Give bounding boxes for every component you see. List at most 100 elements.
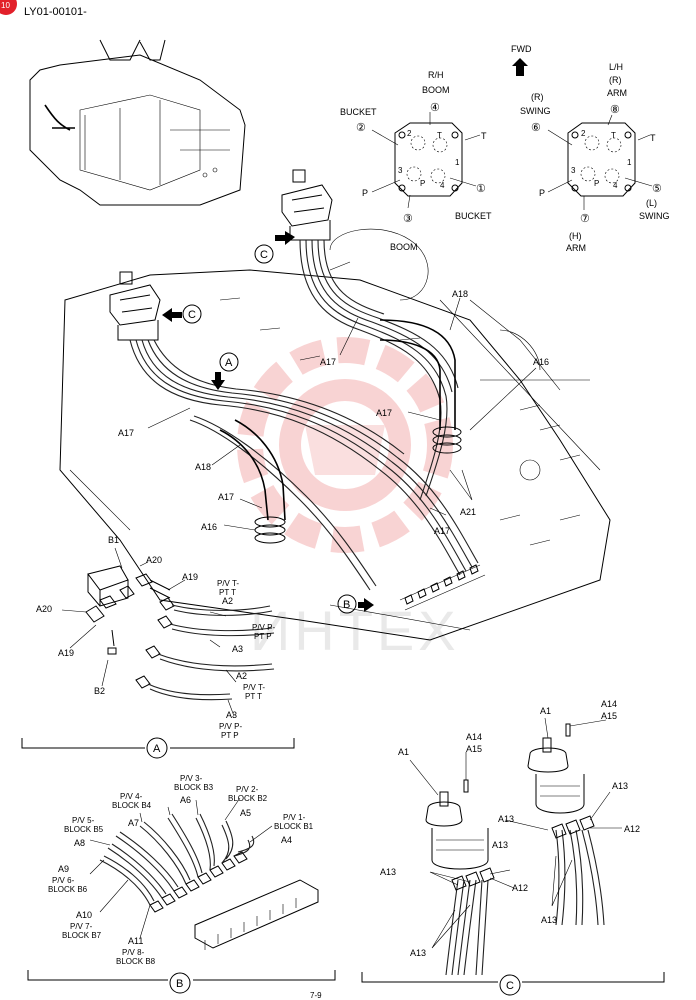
page-badge	[0, 0, 17, 15]
label-a13-right-mid: A13	[498, 814, 514, 824]
detail-a-caption-circle	[146, 737, 168, 759]
valve-block-base	[194, 879, 319, 949]
view-c-label-right: C	[260, 249, 268, 261]
label-ptp-top: PT P	[254, 632, 272, 641]
label-a13-right-bottom: A13	[541, 915, 557, 925]
port-label-arm-top: ARM	[607, 88, 627, 98]
view-c-marker-left	[182, 304, 202, 324]
label-a3-bottom: A3	[226, 710, 237, 720]
label-pvp-top: P/V P-	[252, 623, 275, 632]
view-a-arrow-icon	[211, 372, 225, 390]
label-block-b3: BLOCK B3	[174, 783, 214, 792]
view-a-marker	[219, 352, 239, 372]
watermark: ИНТЕХ	[237, 337, 456, 662]
callout-a17-lower-left: A17	[218, 492, 234, 502]
view-b-marker	[337, 594, 357, 614]
label-block-b2: BLOCK B2	[228, 794, 268, 803]
label-pv3: P/V 3-	[180, 774, 203, 783]
label-a13-right-top: A13	[612, 781, 628, 791]
port-number-8: ⑧	[610, 104, 620, 116]
port-label-h: (H)	[569, 231, 582, 241]
label-a14-right: A14	[601, 699, 617, 709]
left-pilot-valve	[109, 271, 161, 341]
label-block-b1: BLOCK B1	[274, 822, 314, 831]
label-a19-left: A19	[58, 648, 74, 658]
port-pos-t-inner: T	[437, 131, 442, 140]
port-label-boom-bottom: BOOM	[390, 242, 418, 252]
detail-c-bracket	[361, 972, 665, 983]
port-label-swing-left: SWING	[520, 106, 551, 116]
port-label-boom-top: BOOM	[422, 85, 450, 95]
view-b-label: B	[343, 599, 350, 611]
fwd-indicator: FWD	[511, 44, 532, 76]
label-a7: A7	[128, 818, 139, 828]
port-label-bucket-right: BUCKET	[455, 211, 492, 221]
return-hose-a18-left	[219, 429, 269, 521]
label-a12-left: A12	[512, 883, 528, 893]
port-label-l: (L)	[646, 198, 657, 208]
port-label-t: T	[481, 131, 487, 141]
label-pv6: P/V 6-	[52, 876, 75, 885]
label-a12-right: A12	[624, 824, 640, 834]
label-block-b6: BLOCK B6	[48, 885, 88, 894]
label-pv4: P/V 4-	[120, 792, 143, 801]
pilot-valve-right-detail	[527, 723, 585, 814]
port-pos-2-right: 2	[581, 129, 586, 138]
port-pos-3: 3	[398, 166, 403, 175]
detail-c-caption-circle	[499, 974, 521, 996]
label-ptt-top: PT T	[219, 588, 236, 597]
label-pv2: P/V 2-	[236, 785, 259, 794]
header: 10 LY01-00101-	[0, 0, 87, 18]
port-label-r-top: (R)	[609, 75, 622, 85]
label-a2-bottom: A2	[236, 671, 247, 681]
chassis-deck	[59, 269, 611, 641]
view-c-arrow-right-icon	[275, 231, 295, 245]
view-c-marker-right	[254, 244, 274, 264]
label-block-b4: BLOCK B4	[112, 801, 152, 810]
callout-a17-lower-right: A17	[434, 526, 450, 536]
view-b-arrow-icon	[358, 598, 374, 612]
port-number-3: ③	[403, 213, 413, 225]
label-a8: A8	[74, 838, 85, 848]
detail-b-caption: B	[176, 978, 183, 990]
callout-a16-lower-left: A16	[201, 522, 217, 532]
label-a10: A10	[76, 910, 92, 920]
callout-a18-left: A18	[195, 462, 211, 472]
label-a2-top: A2	[222, 596, 233, 606]
control-valve-fittings	[399, 564, 486, 611]
view-c-arrow-left-icon	[162, 308, 182, 322]
label-a20-left: A20	[36, 604, 52, 614]
detail-a-bracket	[21, 738, 295, 749]
port-pos-4-right: 4	[613, 181, 618, 190]
port-label-rh: R/H	[428, 70, 444, 80]
block-b1	[87, 565, 129, 607]
port-number-5: ⑤	[652, 183, 662, 195]
label-a9: A9	[58, 864, 69, 874]
callout-a17-left: A17	[118, 428, 134, 438]
detail-a-caption: A	[153, 743, 161, 755]
label-a13-left-top: A13	[492, 840, 508, 850]
label-pv8: P/V 8-	[122, 948, 145, 957]
label-block-b8: BLOCK B8	[116, 957, 156, 966]
port-number-1: ①	[476, 183, 486, 195]
page-badge-number: 10	[1, 1, 10, 10]
label-block-b5: BLOCK B5	[64, 825, 104, 834]
callout-a17-mid-right: A17	[376, 408, 392, 418]
label-a13-left: A13	[380, 867, 396, 877]
detail-c: A1 A14 A15 A1 A14 A15 A13 A13 A12 A13 A1…	[361, 699, 665, 996]
document-code: LY01-00101-	[24, 6, 87, 18]
label-a1-right: A1	[540, 706, 551, 716]
port-pos-t-inner-right: T	[611, 131, 616, 140]
port-label-t-right: T	[650, 133, 656, 143]
port-pos-1: 1	[455, 158, 460, 167]
label-block-b7: BLOCK B7	[62, 931, 102, 940]
detail-b-bracket	[27, 970, 336, 981]
label-a3-top: A3	[232, 644, 243, 654]
label-a19-top: A19	[182, 572, 198, 582]
excavator-overview-icon	[29, 39, 246, 206]
watermark-gear-icon	[237, 337, 453, 553]
right-pilot-valve	[281, 169, 333, 241]
port-label-p-right: P	[539, 188, 545, 198]
detail-a: B1 A20 A19 A20 A19 B2 P/V T- PT T A2 P/V…	[21, 535, 295, 759]
